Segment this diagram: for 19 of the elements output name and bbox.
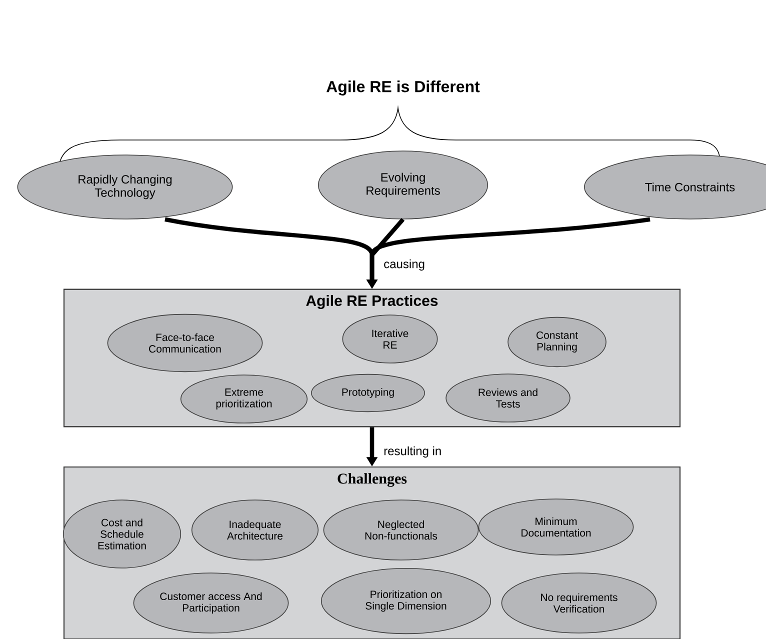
ellipse-node: Neglected Non-functionals xyxy=(323,500,479,560)
ellipse-node: Face-to-face Communication xyxy=(107,314,263,372)
title: Agile RE is Different xyxy=(326,80,480,96)
edge-label: resulting in xyxy=(382,445,443,459)
ellipse-node: Prioritization on Single Dimension xyxy=(320,568,492,634)
ellipse-node: Extreme prioritization xyxy=(180,374,308,424)
ellipse-node: Iterative RE xyxy=(342,314,438,364)
ellipse-node: No requirements Verification xyxy=(501,572,657,634)
edge-label: causing xyxy=(382,258,426,272)
ellipse-node: Inadequate Architecture xyxy=(191,500,319,560)
ellipse-node: Constant Planning xyxy=(508,316,606,368)
ellipse-node: Reviews and Tests xyxy=(446,374,570,422)
ellipse-node: Cost and Schedule Estimation xyxy=(62,500,182,568)
ellipse-node: Rapidly Changing Technology xyxy=(17,154,233,220)
ellipse-node: Time Constraints xyxy=(584,154,766,220)
ellipse-node: Customer access And Participation xyxy=(133,572,289,634)
ellipse-node: Evolving Requirements xyxy=(318,150,488,220)
ellipse-node: Prototyping xyxy=(311,374,425,412)
ellipse-node: Minimum Documentation xyxy=(478,498,634,556)
